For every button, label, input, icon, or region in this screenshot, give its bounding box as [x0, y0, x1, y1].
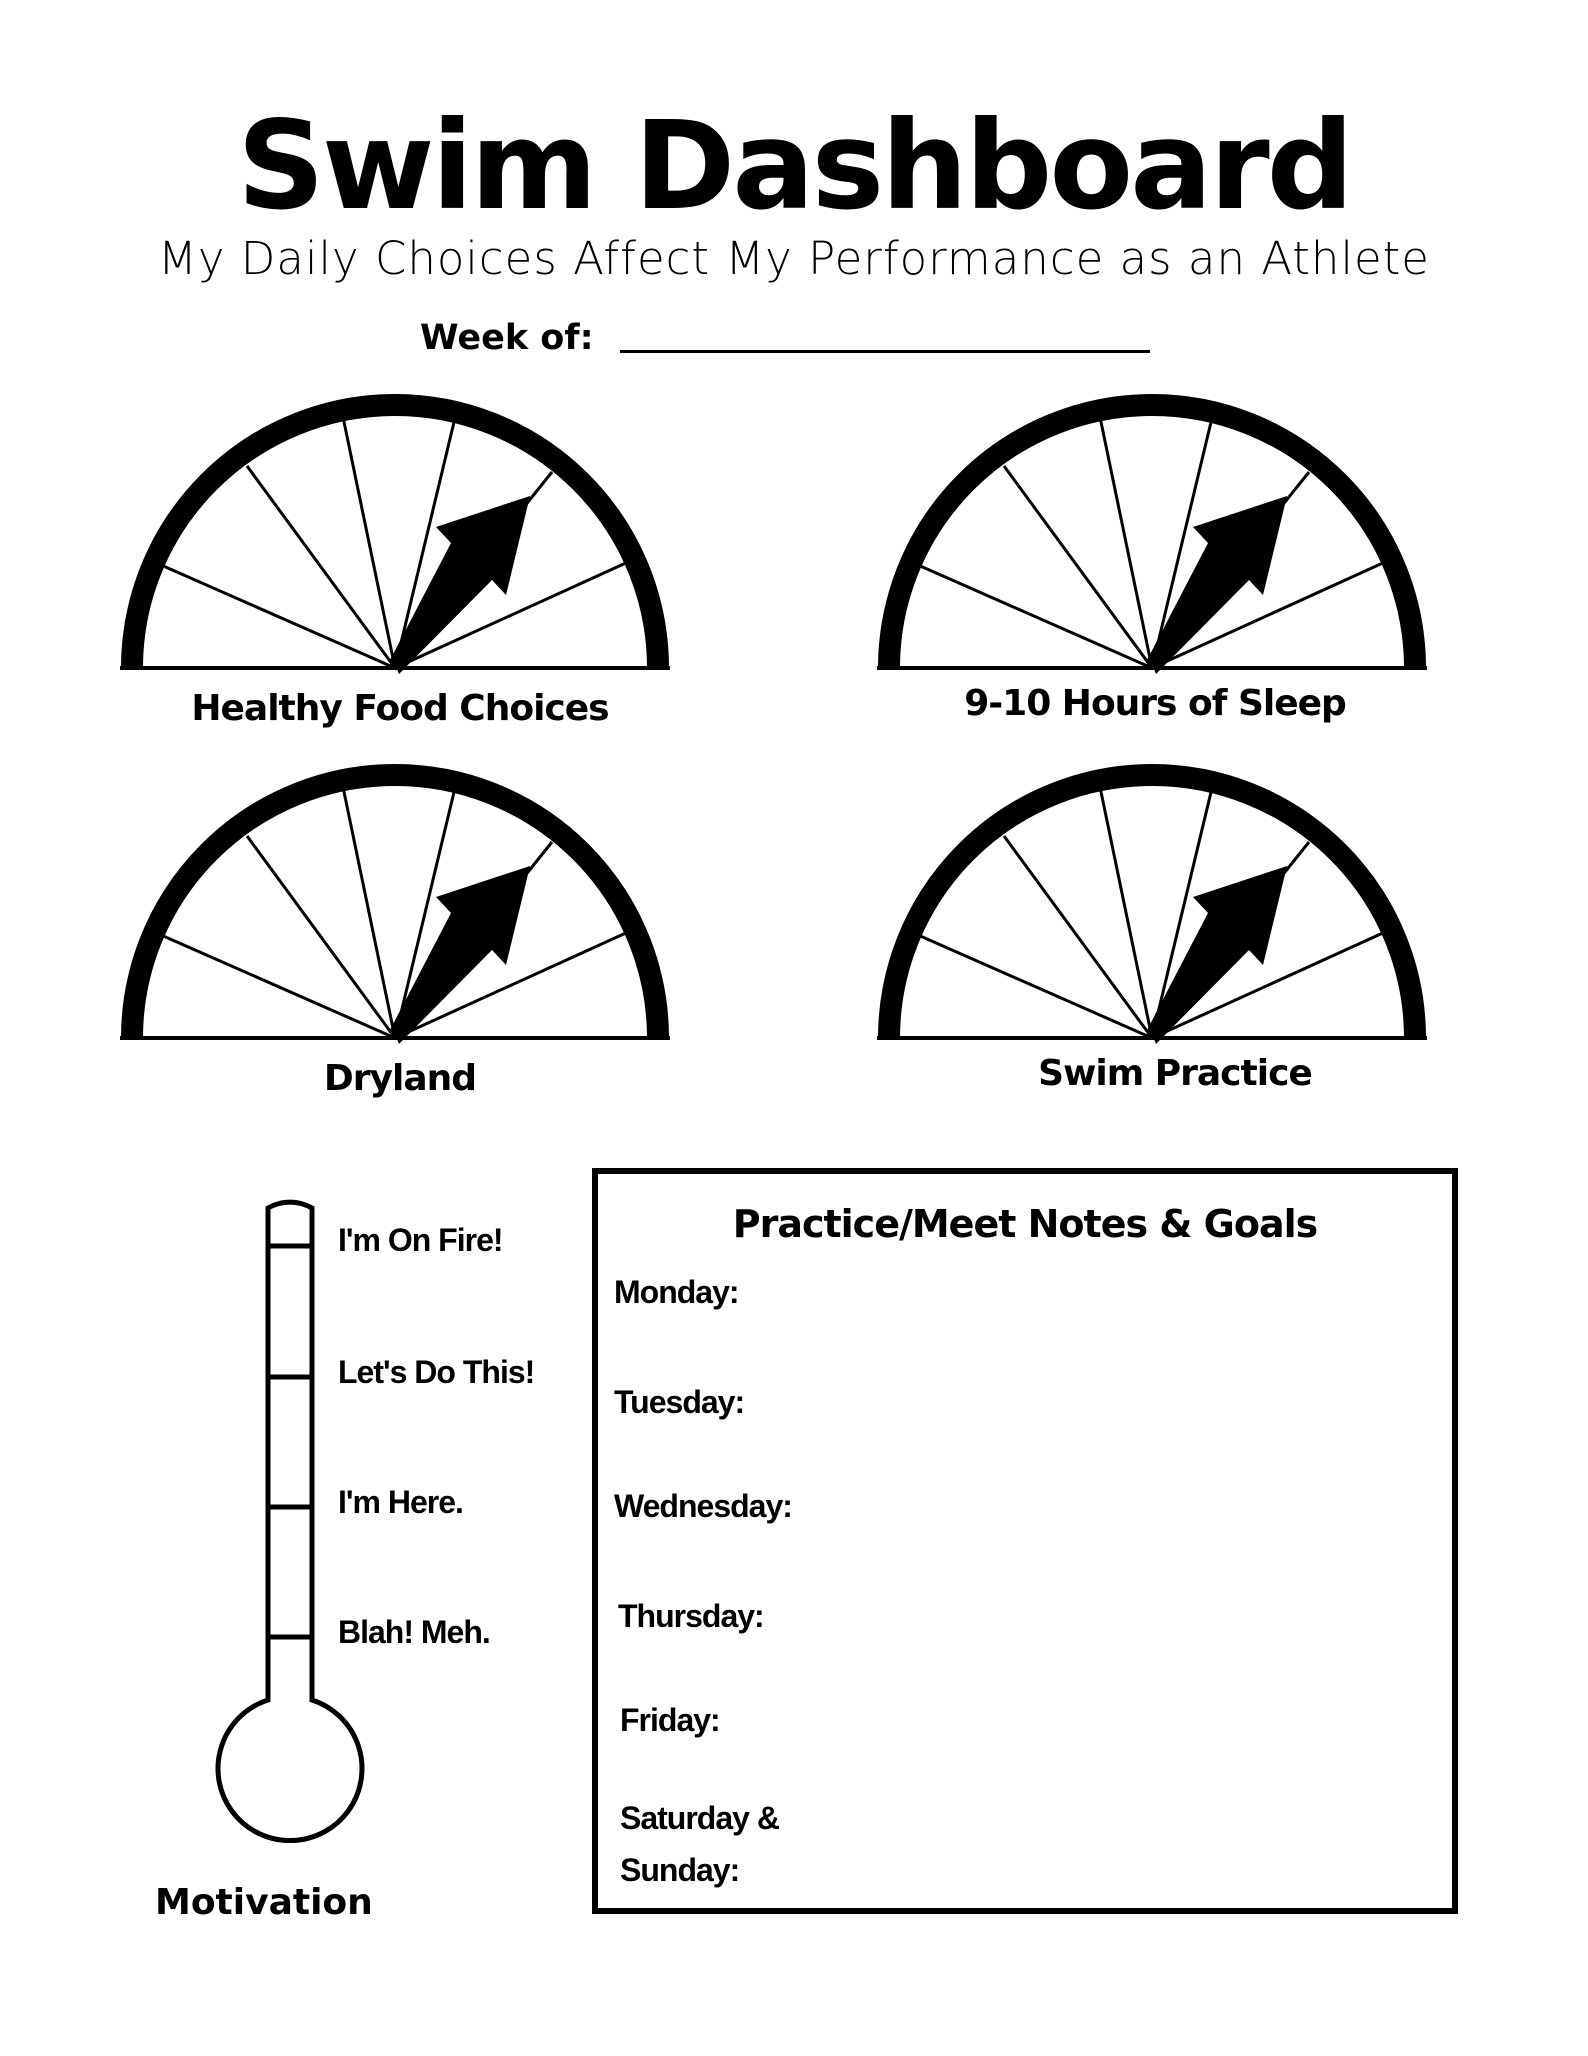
gauge-arc [878, 394, 1426, 669]
page-title: Swim Dashboard [236, 95, 1354, 237]
thermometer [215, 1199, 365, 1844]
thermometer-ticks [268, 1243, 311, 1640]
day-monday[interactable]: Monday: [614, 1274, 740, 1310]
notes-title: Practice/Meet Notes & Goals [732, 1202, 1319, 1246]
gauge-label-swim-practice: Swim Practice [1038, 1053, 1313, 1094]
day-weekend[interactable]: Saturday & Sunday: [620, 1800, 780, 1888]
motivation-level-on-fire: I'm On Fire! [338, 1222, 504, 1258]
gauge-arc [121, 764, 669, 1039]
motivation-level-blah-meh: Blah! Meh. [338, 1614, 491, 1650]
gauge-needle-arrow [389, 496, 530, 674]
day-wednesday[interactable]: Wednesday: [614, 1488, 793, 1524]
gauge-needle-arrow [389, 866, 530, 1044]
notes-goals-box: Practice/Meet Notes & Goals Monday: Tues… [592, 1168, 1458, 1914]
gauge-healthy-food [120, 394, 670, 674]
gauge-needle-arrow [1146, 866, 1287, 1044]
page-subtitle: My Daily Choices Affect My Performance a… [158, 232, 1430, 285]
thermometer-outline [215, 1199, 365, 1844]
gauge-sleep [877, 394, 1427, 674]
day-tuesday[interactable]: Tuesday: [614, 1384, 745, 1420]
day-thursday[interactable]: Thursday: [618, 1598, 765, 1634]
gauge-label-dryland: Dryland [323, 1058, 477, 1099]
gauge-arc [121, 394, 669, 669]
week-of-input-line[interactable] [620, 350, 1150, 353]
gauge-label-sleep: 9-10 Hours of Sleep [964, 683, 1347, 724]
day-friday[interactable]: Friday: [620, 1702, 721, 1738]
motivation-title: Motivation [155, 1882, 373, 1923]
gauge-needle-arrow [1146, 496, 1287, 674]
gauge-dryland [120, 764, 670, 1044]
gauge-label-healthy-food: Healthy Food Choices [191, 688, 609, 729]
gauge-arc [878, 764, 1426, 1039]
motivation-level-lets-do-this: Let's Do This! [338, 1354, 535, 1390]
motivation-level-im-here: I'm Here. [338, 1484, 464, 1520]
week-of-label: Week of: [420, 318, 594, 358]
gauge-swim-practice [877, 764, 1427, 1044]
